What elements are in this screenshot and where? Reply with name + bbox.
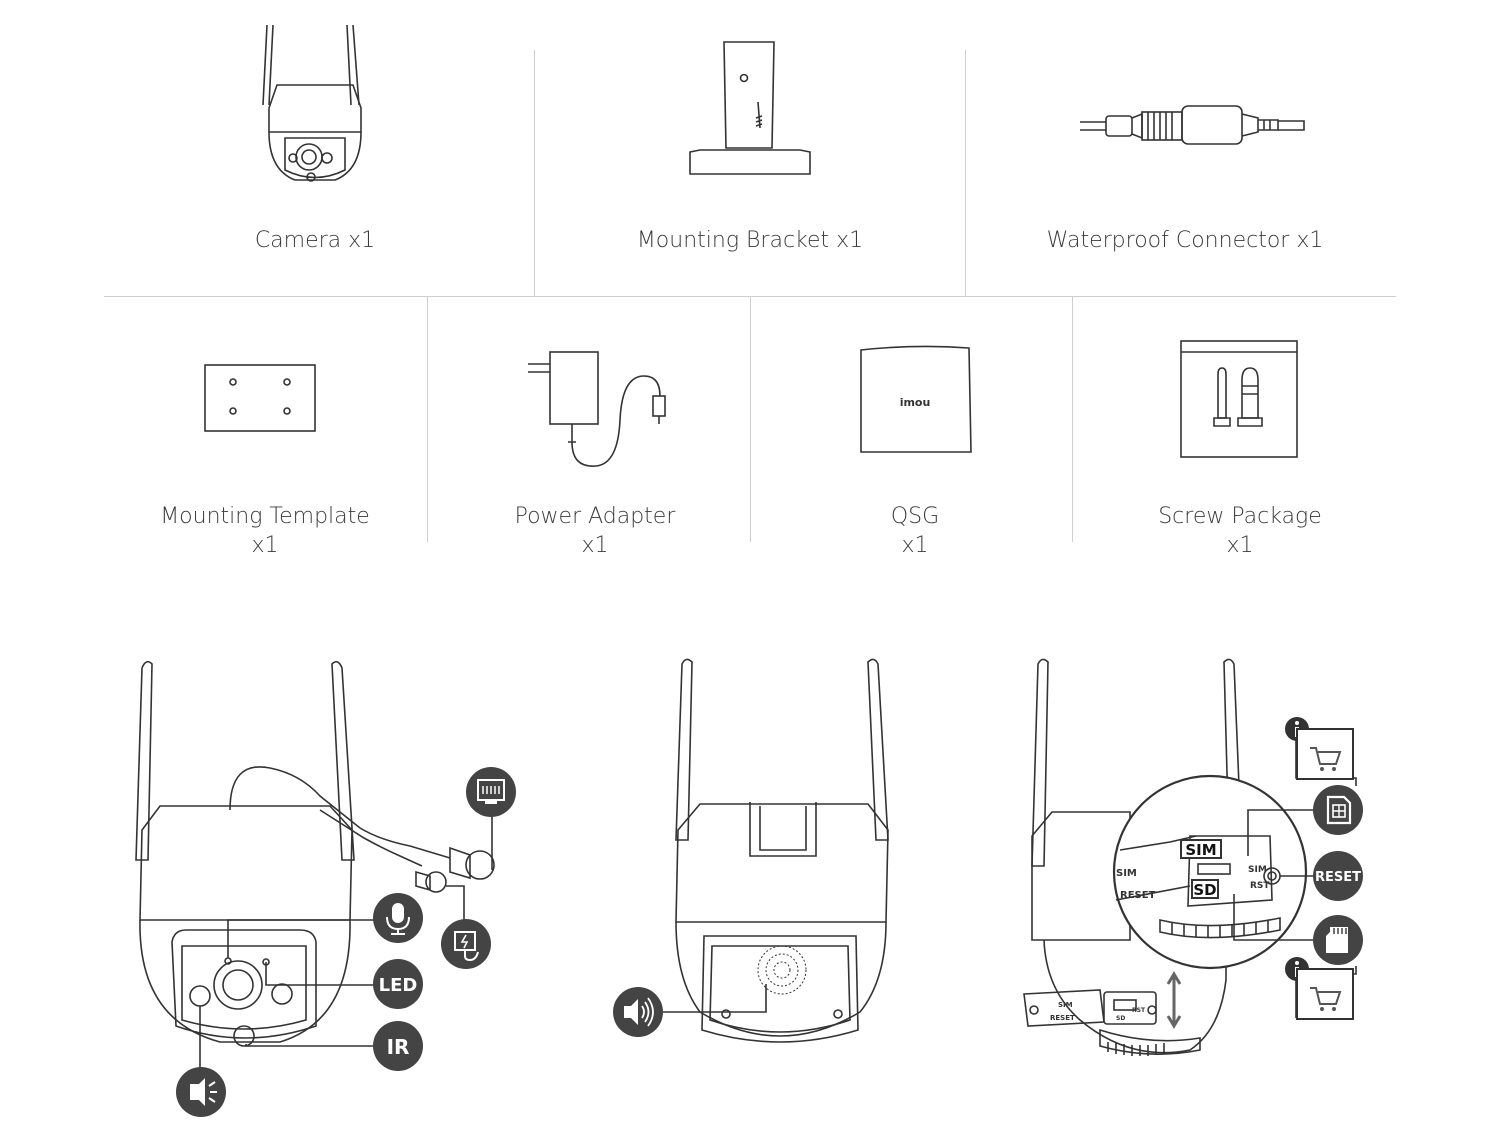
svg-text:RESET: RESET [1315, 870, 1361, 885]
camera-front-diagram [135, 660, 495, 1080]
divider [427, 296, 428, 542]
reset-callout: RESET [1313, 851, 1363, 901]
package-item-label: Waterproof Connector x1 [1046, 228, 1324, 253]
camera-back-diagram [660, 658, 889, 1043]
svg-text:SIM: SIM [1116, 868, 1137, 879]
svg-text:RST: RST [1132, 1007, 1146, 1014]
svg-text:IR: IR [387, 1035, 410, 1059]
screw-package-icon [1180, 340, 1298, 458]
mounting-bracket-icon [689, 41, 811, 175]
package-item-qty: x1 [1226, 533, 1254, 558]
package-item-label: Power Adapter [514, 504, 676, 529]
svg-text:SIM: SIM [1185, 841, 1216, 859]
camera-slot-diagram: SIM RESET SD RST SIM SD SIM RST SIM RESE… [1023, 658, 1357, 1056]
speaker-icon [613, 987, 663, 1037]
power-adapter-icon [528, 351, 666, 467]
svg-text:RESET: RESET [1050, 1014, 1075, 1022]
light-icon [176, 1067, 226, 1117]
cart-icon[interactable] [1296, 728, 1354, 780]
package-item-label: Mounting Template [160, 504, 370, 529]
divider [750, 296, 751, 542]
sd-card-icon [1313, 915, 1363, 965]
svg-text:SIM: SIM [1248, 865, 1267, 875]
ethernet-icon [466, 767, 516, 817]
camera-icon [262, 24, 362, 182]
brand-logo: imou [900, 396, 931, 409]
divider [1072, 296, 1073, 542]
sim-card-icon [1313, 785, 1363, 835]
led-callout: LED [373, 959, 423, 1009]
divider [534, 50, 535, 296]
package-item-label: Camera x1 [254, 228, 376, 253]
ir-callout: IR [373, 1021, 423, 1071]
package-item-qty: x1 [251, 533, 279, 558]
svg-text:LED: LED [379, 975, 418, 996]
package-item-qty: x1 [581, 533, 609, 558]
package-item-qty: x1 [901, 533, 929, 558]
svg-text:RST: RST [1250, 881, 1270, 891]
svg-text:SD: SD [1193, 881, 1216, 899]
package-item-label: Mounting Bracket x1 [636, 228, 864, 253]
waterproof-connector-icon [1080, 105, 1305, 145]
svg-text:SD: SD [1116, 1015, 1125, 1022]
qsg-booklet-icon: imou [860, 345, 972, 453]
microphone-icon [373, 893, 423, 943]
package-item-label: Screw Package [1158, 504, 1322, 529]
svg-text:RESET: RESET [1120, 890, 1156, 901]
mounting-template-icon [204, 364, 316, 432]
svg-text:SIM: SIM [1058, 1001, 1073, 1009]
package-item-label: QSG [890, 504, 940, 529]
cart-icon[interactable] [1296, 968, 1354, 1020]
power-icon [441, 919, 491, 969]
divider [965, 50, 966, 296]
